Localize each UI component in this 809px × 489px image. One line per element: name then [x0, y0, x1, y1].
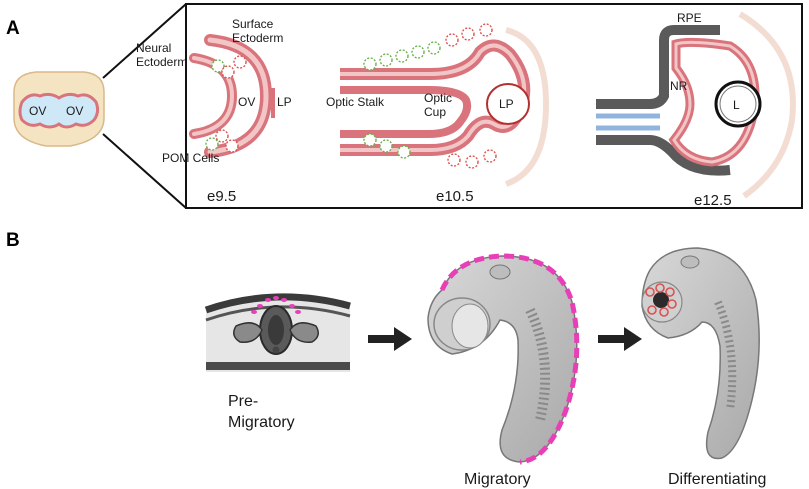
caption-premigratory-1: Pre-	[228, 393, 258, 410]
arrow-2	[598, 327, 642, 351]
arrow-1	[368, 327, 412, 351]
label-neural-ectoderm-2: Ectoderm	[136, 55, 187, 69]
label-rpe: RPE	[677, 11, 702, 25]
caption-differentiating: Differentiating	[668, 471, 766, 488]
zoom-line-bottom	[102, 133, 187, 209]
label-pom-cells: POM Cells	[162, 151, 219, 165]
label-ov: OV	[238, 95, 255, 109]
caption-premigratory-2: Migratory	[228, 414, 295, 431]
label-lp-e9-5: LP	[277, 95, 292, 109]
label-optic-stalk: Optic Stalk	[326, 95, 385, 109]
stage-label-e10-5: e10.5	[436, 188, 474, 205]
label-nr: NR	[670, 79, 688, 93]
premigratory-section: Pre- Migratory	[204, 293, 351, 431]
stage-e12-5: RPE NR L e12.5	[596, 11, 796, 209]
label-optic-cup-1: Optic	[424, 91, 452, 105]
head-section: OV OV	[13, 71, 105, 147]
label-lens: L	[733, 98, 740, 112]
stage-label-e9-5: e9.5	[207, 188, 236, 205]
ov-left-label: OV	[29, 104, 46, 118]
panel-a-letter: A	[6, 18, 20, 39]
stage-label-e12-5: e12.5	[694, 192, 732, 209]
zoom-line-top	[102, 3, 187, 79]
label-optic-cup-2: Cup	[424, 105, 446, 119]
label-lp-e10-5: LP	[499, 97, 514, 111]
label-neural-ectoderm-1: Neural	[136, 41, 171, 55]
stage-e10-5: Optic Stalk Optic Cup LP e10.5	[326, 23, 550, 205]
differentiating-embryo: Differentiating	[641, 247, 766, 488]
stage-e9-5: Neural Ectoderm Surface Ectoderm OV LP P…	[136, 17, 292, 205]
migratory-embryo: Migratory	[427, 253, 580, 488]
label-surface-ectoderm-2: Ectoderm	[232, 31, 283, 45]
caption-migratory: Migratory	[464, 471, 531, 488]
ov-right-label: OV	[66, 104, 83, 118]
label-surface-ectoderm-1: Surface	[232, 17, 274, 31]
panel-b-letter: B	[6, 230, 20, 251]
